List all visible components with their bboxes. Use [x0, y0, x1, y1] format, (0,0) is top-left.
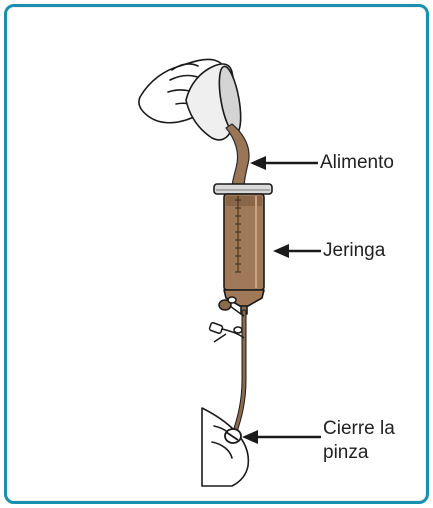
holding-hand-icon	[202, 408, 248, 486]
arrow-clamp	[242, 430, 321, 444]
arrow-syringe	[273, 244, 321, 258]
tube-port-lower	[209, 322, 244, 342]
label-clamp-line2: pinza	[323, 441, 395, 465]
label-clamp-line1: Cierre la	[323, 417, 395, 441]
food-stream	[226, 124, 249, 188]
label-syringe: Jeringa	[323, 239, 385, 263]
label-clamp: Cierre la pinza	[323, 417, 395, 465]
clamp-icon	[225, 429, 241, 443]
label-food: Alimento	[320, 151, 394, 175]
syringe-icon	[214, 184, 272, 314]
arrow-food	[250, 156, 318, 170]
